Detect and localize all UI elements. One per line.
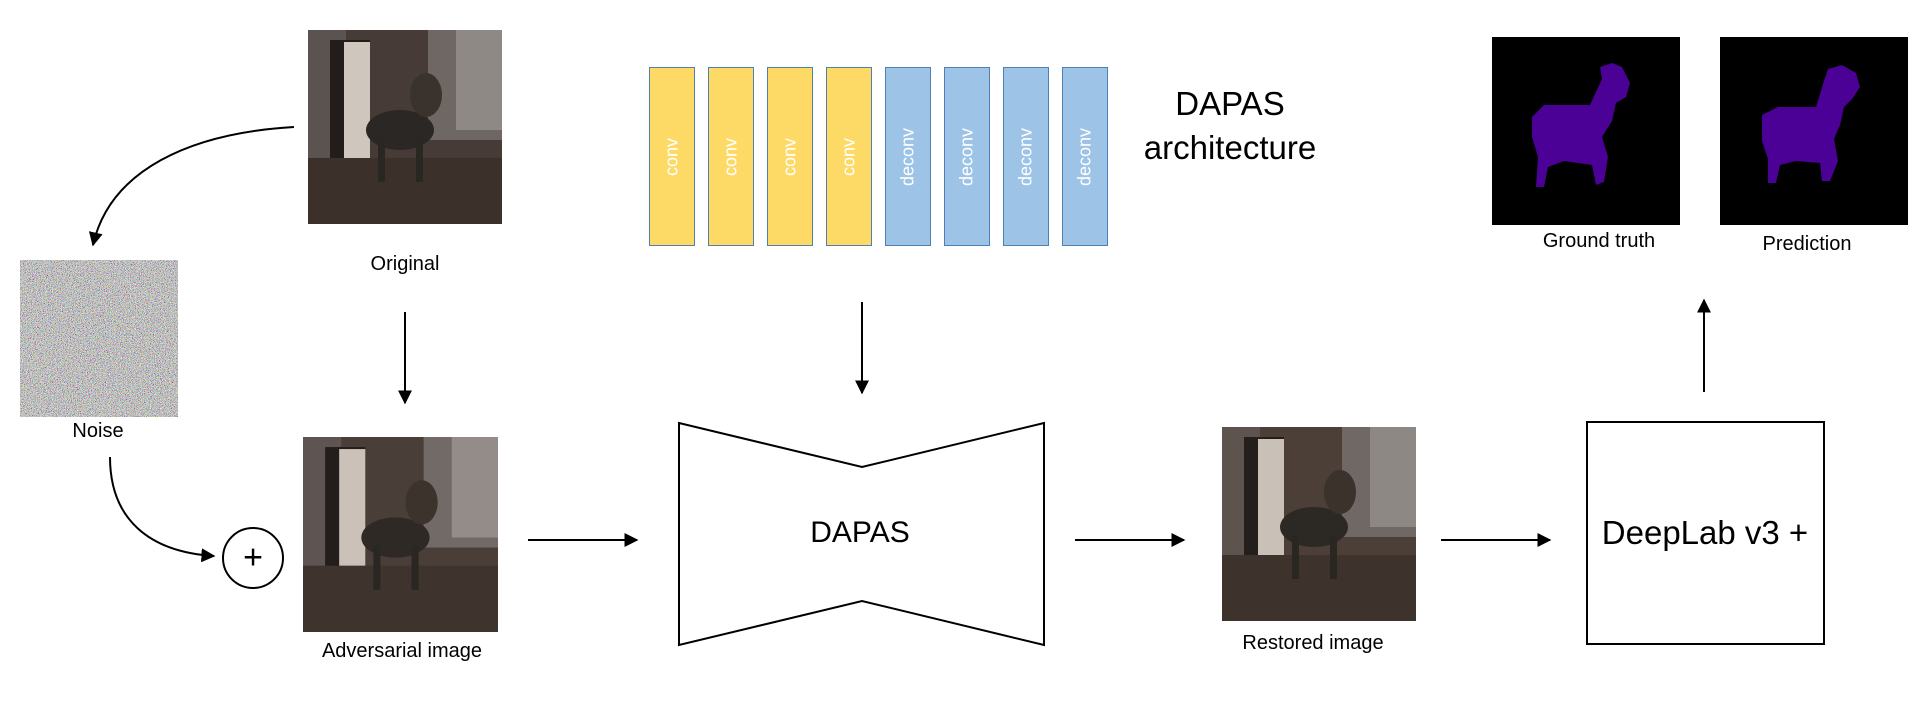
layer-label: conv: [779, 137, 800, 176]
deconv-layer-7: deconv: [1003, 67, 1049, 246]
prediction-label: Prediction: [1762, 233, 1852, 255]
plus-symbol: +: [243, 538, 263, 577]
original-label: Original: [370, 253, 440, 275]
deeplab-box: [1586, 421, 1825, 645]
layer-label: deconv: [1074, 127, 1095, 186]
original-image: [308, 30, 502, 224]
deeplab-label: DeepLab v3 +: [1601, 514, 1809, 551]
noise-label: Noise: [72, 420, 124, 442]
deconv-layer-6: deconv: [944, 67, 990, 246]
adversarial-image: [303, 437, 498, 632]
layer-label: conv: [661, 137, 682, 176]
noise-image: [20, 260, 178, 417]
layer-label: conv: [838, 137, 859, 176]
layer-label: conv: [720, 137, 741, 176]
layer-label: deconv: [897, 127, 918, 186]
arrow-noise-to-plus: [109, 456, 216, 563]
adversarial-label: Adversarial image: [321, 640, 483, 662]
layer-label: deconv: [1015, 127, 1036, 186]
restored-label: Restored image: [1242, 632, 1384, 654]
deconv-layer-8: deconv: [1062, 67, 1108, 246]
architecture-title: DAPAS architecture: [1120, 82, 1340, 170]
architecture-title-line2: architecture: [1143, 129, 1317, 166]
layer-label: deconv: [956, 127, 977, 186]
conv-layer-4: conv: [826, 67, 872, 246]
dapas-block-label: DAPAS: [810, 516, 910, 549]
restored-image: [1222, 427, 1416, 621]
conv-layer-2: conv: [708, 67, 754, 246]
dapas-hourglass-shape: [678, 421, 1045, 647]
prediction-mask: [1720, 37, 1908, 225]
ground-truth-mask: [1492, 37, 1680, 225]
conv-layer-3: conv: [767, 67, 813, 246]
ground-truth-label: Ground truth: [1542, 230, 1656, 252]
deconv-layer-5: deconv: [885, 67, 931, 246]
arrow-original-to-noise: [88, 126, 295, 247]
plus-circle-icon: +: [222, 527, 284, 589]
conv-layer-1: conv: [649, 67, 695, 246]
architecture-title-line1: DAPAS: [1175, 85, 1285, 122]
